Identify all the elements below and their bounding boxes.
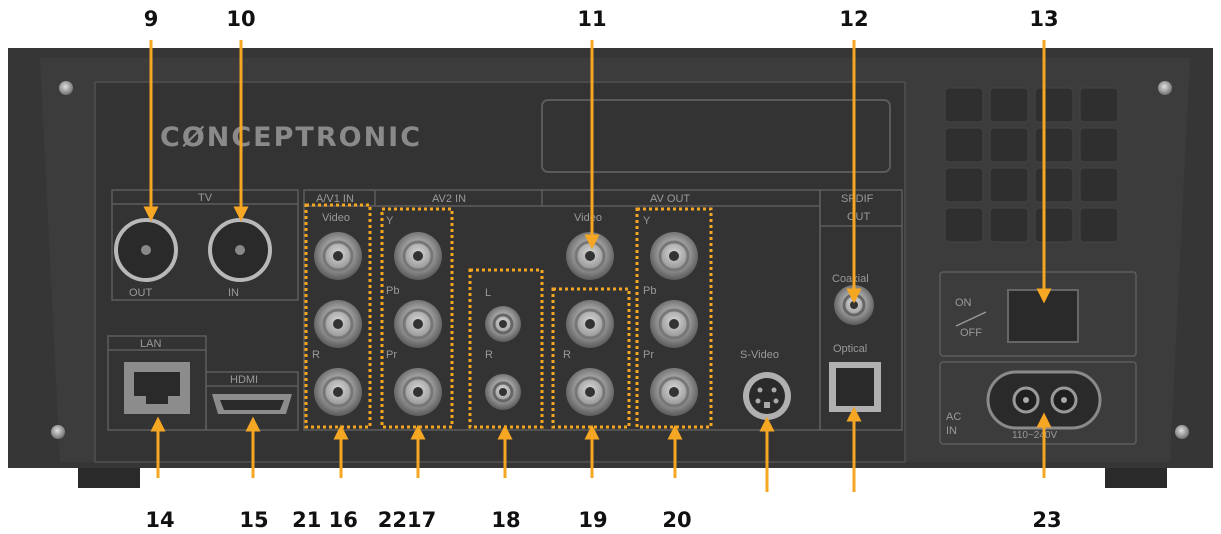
callout-14: 14 — [145, 508, 174, 532]
on-label: ON — [955, 297, 972, 309]
tv-section-frame — [111, 189, 299, 301]
avout-r-jack — [566, 368, 614, 416]
av1-r-label: R — [312, 349, 320, 361]
screw-bottom-left — [51, 425, 65, 439]
rca-jacks — [314, 232, 698, 416]
ac-in-label: IN — [946, 425, 957, 437]
voltage-label: 110~240V — [1012, 430, 1057, 441]
card-slot — [541, 99, 891, 173]
screw-top-left — [59, 81, 73, 95]
ac-input-frame — [939, 361, 1137, 445]
avout-l-jack — [566, 300, 614, 348]
av2-audio-l-jack — [485, 306, 521, 342]
avout-pb-jack — [650, 300, 698, 348]
callout-15: 15 — [239, 508, 268, 532]
tv-label: TV — [198, 192, 213, 204]
callout-11: 11 — [577, 7, 606, 31]
avout-pr-label: Pr — [643, 349, 654, 361]
tv-in-label: IN — [228, 287, 239, 299]
lan-port — [124, 362, 190, 414]
spdif-label-line1: SPDIF — [841, 193, 874, 205]
callout-19: 19 — [578, 508, 607, 532]
av2-pb-label: Pb — [386, 285, 399, 297]
hdmi-port — [212, 394, 292, 414]
avout-pb-label: Pb — [643, 285, 656, 297]
callout-21-16: 21 16 — [292, 508, 358, 532]
on-off-slash — [955, 311, 987, 327]
av2-in-label: AV2 IN — [432, 193, 466, 205]
ac-inlet — [986, 370, 1102, 430]
tv-out-connector — [114, 218, 178, 282]
av1-l-jack — [314, 300, 362, 348]
avout-y-label: Y — [643, 215, 651, 227]
tv-in-connector — [208, 218, 272, 282]
callout-13: 13 — [1029, 7, 1058, 31]
lan-label: LAN — [140, 338, 161, 350]
av2-pr-label: Pr — [386, 349, 397, 361]
screw-bottom-right — [1175, 425, 1189, 439]
av2-y-label: Y — [386, 215, 394, 227]
callout-20: 20 — [662, 508, 691, 532]
av-out-label: AV OUT — [650, 193, 690, 205]
av2-pr-jack — [394, 368, 442, 416]
av2-audio-r-jack — [485, 374, 521, 410]
hdmi-label: HDMI — [230, 374, 258, 386]
av2-y-jack — [394, 232, 442, 280]
spdif-section-frame — [819, 189, 903, 431]
avout-pr-jack — [650, 368, 698, 416]
brand-logo: CØNCEPTRONIC — [160, 122, 422, 153]
svideo-label: S-Video — [740, 349, 779, 361]
callout-23: 23 — [1032, 508, 1061, 532]
coaxial-label: Coaxial — [832, 273, 869, 285]
av1-r-jack — [314, 368, 362, 416]
av1-video-label: Video — [322, 212, 350, 224]
screw-top-right — [1158, 81, 1172, 95]
optical-port — [829, 362, 881, 412]
av1-video-jack — [314, 232, 362, 280]
ac-label: AC — [946, 411, 961, 423]
avout-r-label: R — [563, 349, 571, 361]
callout-18: 18 — [491, 508, 520, 532]
off-label: OFF — [960, 327, 982, 339]
callout-9: 9 — [144, 7, 159, 31]
callout-12: 12 — [839, 7, 868, 31]
av2-l-label: L — [485, 287, 491, 299]
av2-r-label: R — [485, 349, 493, 361]
svideo-port — [743, 372, 791, 420]
avout-video-jack — [566, 232, 614, 280]
avout-video-label: Video — [574, 212, 602, 224]
group-box-avout-component — [635, 207, 713, 429]
spdif-label-line2: OUT — [847, 211, 871, 223]
avout-y-jack — [650, 232, 698, 280]
tv-out-label: OUT — [129, 287, 153, 299]
callout-22-17: 2217 — [378, 508, 436, 532]
av2-pb-jack — [394, 300, 442, 348]
optical-label: Optical — [833, 343, 867, 355]
power-switch — [1007, 289, 1079, 343]
av1-in-label: A/V1 IN — [316, 193, 354, 205]
power-switch-frame — [939, 271, 1137, 357]
callout-10: 10 — [226, 7, 255, 31]
